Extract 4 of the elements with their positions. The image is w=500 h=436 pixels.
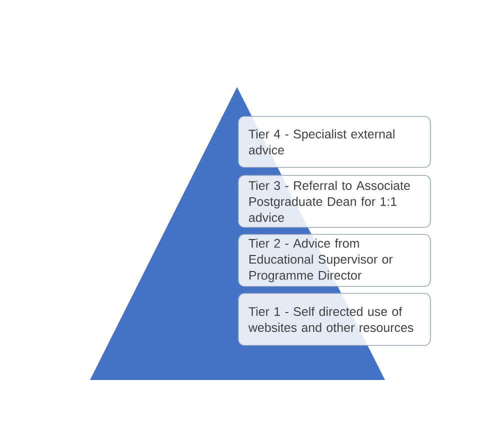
tier-box: Tier 2 - Advice from Educational Supervisor or Programme Director [238,234,431,287]
tier-box: Tier 4 - Specialist external advice [238,116,431,168]
tier-box: Tier 1 - Self directed use of websites and other resources [238,293,431,346]
tier-box: Tier 3 - Referral to Associate Postgraduate Dean for 1:1 advice [238,175,431,228]
